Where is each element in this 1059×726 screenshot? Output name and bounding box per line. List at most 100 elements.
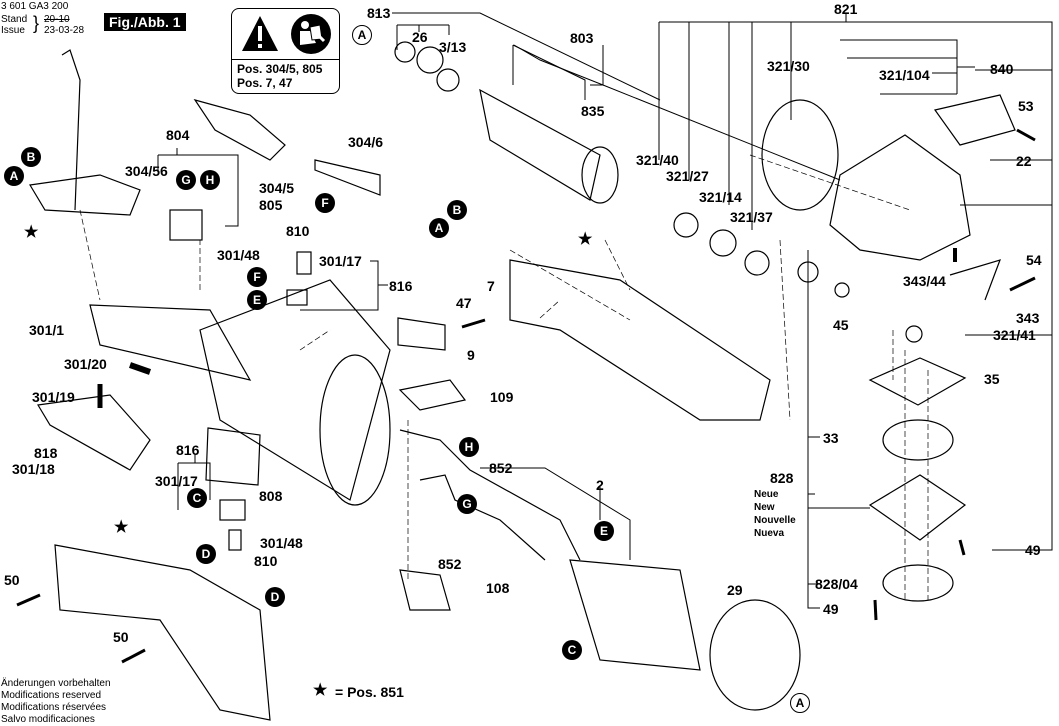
- bearing-321-14: [709, 229, 737, 257]
- connector-badge-c-brush: C: [187, 488, 207, 508]
- warning-text-line1: Pos. 304/5, 805: [237, 62, 323, 76]
- leader-813: [375, 12, 661, 101]
- note-nouvelle: Nouvelle: [754, 515, 796, 526]
- connector-badge-a-switch: A: [4, 166, 24, 186]
- screw-50-lower: [121, 648, 146, 664]
- bearing-321-37: [744, 250, 770, 276]
- stator: [569, 559, 701, 671]
- issue-date: 23-03-28: [44, 25, 85, 36]
- motor-housing: [199, 279, 391, 501]
- part-label-301-48-upper: 301/48: [217, 247, 260, 263]
- note-nueva: Nueva: [754, 528, 785, 539]
- warning-triangle-icon: [242, 16, 278, 51]
- part-label-45: 45: [833, 317, 849, 333]
- cover-22: [933, 94, 1016, 146]
- part-label-35: 35: [984, 371, 1000, 387]
- handle-housing-301-1: [89, 304, 252, 381]
- part-label-818: 818: [34, 445, 58, 461]
- part-label-821: 821: [834, 1, 858, 17]
- switch-module-804: [169, 209, 203, 241]
- part-label-304-56: 304/56: [125, 163, 168, 179]
- star-marker-lower-handle: ★: [114, 519, 129, 536]
- alignment-lines: [79, 154, 929, 600]
- part-label-9: 9: [467, 347, 475, 363]
- part-label-301-17-upper: 301/17: [319, 253, 362, 269]
- wire-852-lower: [419, 474, 546, 561]
- connector-badge-h-switch: H: [200, 170, 220, 190]
- part-label-50-upper: 50: [4, 572, 20, 588]
- part-label-3-13: 3/13: [439, 39, 467, 55]
- part-label-321-27: 321/27: [666, 168, 709, 184]
- leader-840: [840, 39, 975, 95]
- leader-852-2: [480, 467, 631, 560]
- connector-badge-b-cable: B: [447, 200, 467, 220]
- air-guide-29: [709, 599, 801, 711]
- read-manual-icon: [291, 14, 331, 54]
- connector-badge-g-switch: G: [176, 170, 196, 190]
- lower-handle: [54, 544, 271, 721]
- part-label-29: 29: [727, 582, 743, 598]
- part-label-301-20: 301/20: [64, 356, 107, 372]
- star-marker-switch: ★: [24, 224, 39, 241]
- part-label-50-lower: 50: [113, 629, 129, 645]
- star-legend-text: = Pos. 851: [335, 684, 404, 700]
- connector-badge-f-upper: F: [315, 193, 335, 213]
- part-label-810-upper: 810: [286, 223, 310, 239]
- part-label-33: 33: [823, 430, 839, 446]
- issue-label: Issue: [1, 25, 25, 36]
- connector-badge-f-lower: F: [247, 267, 267, 287]
- leader-803: [512, 44, 841, 181]
- part-label-108: 108: [486, 580, 510, 596]
- note-new: New: [754, 502, 775, 513]
- switch-rod: [61, 49, 81, 211]
- brush-holder-lower: [219, 499, 246, 521]
- o-ring-33: [882, 419, 954, 461]
- part-label-301-17-lower: 301/17: [155, 473, 198, 489]
- connector-badge-g-wire: G: [457, 494, 477, 514]
- part-label-852-lower: 852: [438, 556, 462, 572]
- old-date: 20-10: [44, 14, 70, 25]
- screw-53: [1016, 128, 1036, 142]
- nut-45: [834, 282, 850, 298]
- document-number: 3 601 GA3 200: [1, 1, 69, 12]
- part-label-54: 54: [1026, 252, 1042, 268]
- part-outlines: [16, 41, 1036, 721]
- part-label-343: 343: [1016, 310, 1040, 326]
- warning-text-line2: Pos. 7, 47: [237, 76, 293, 90]
- holder-108: [399, 569, 451, 611]
- cover-109: [398, 379, 467, 411]
- pinion-gear: [797, 261, 819, 283]
- housing-opening: [319, 354, 391, 506]
- part-label-804: 804: [166, 127, 190, 143]
- bushing-321-41: [905, 325, 923, 343]
- part-label-321-104: 321/104: [879, 67, 930, 83]
- modifications-note-en: Modifications reserved: [1, 690, 102, 701]
- armature: [479, 88, 601, 201]
- o-ring-828-04: [882, 564, 954, 602]
- connector-badge-a-bottom: A: [790, 693, 810, 713]
- leader-816-upper: [300, 260, 388, 311]
- power-plug: [193, 98, 286, 161]
- leader-821: [658, 14, 1053, 551]
- part-label-301-48-lower: 301/48: [260, 535, 303, 551]
- lever-343: [949, 259, 1001, 301]
- part-label-808: 808: [259, 488, 283, 504]
- brush-holder-upper: [286, 289, 308, 306]
- part-label-321-30: 321/30: [767, 58, 810, 74]
- part-label-321-41: 321/41: [993, 327, 1036, 343]
- cable-protector: [314, 159, 381, 196]
- bearing-813: [394, 41, 416, 63]
- gear-housing: [829, 134, 971, 261]
- brush-810-upper: [296, 251, 312, 275]
- part-label-803: 803: [570, 30, 594, 46]
- modifications-note-fr: Modifications réservées: [1, 702, 107, 713]
- part-label-828: 828: [770, 470, 794, 486]
- part-label-828-04: 828/04: [815, 576, 858, 592]
- part-label-26: 26: [412, 29, 428, 45]
- bushing-26: [416, 46, 444, 74]
- ring-321-27: [673, 212, 699, 238]
- connector-badge-h-wire: H: [459, 437, 479, 457]
- screw-54: [1009, 276, 1036, 292]
- note-neue: Neue: [754, 489, 779, 500]
- part-label-2: 2: [596, 477, 604, 493]
